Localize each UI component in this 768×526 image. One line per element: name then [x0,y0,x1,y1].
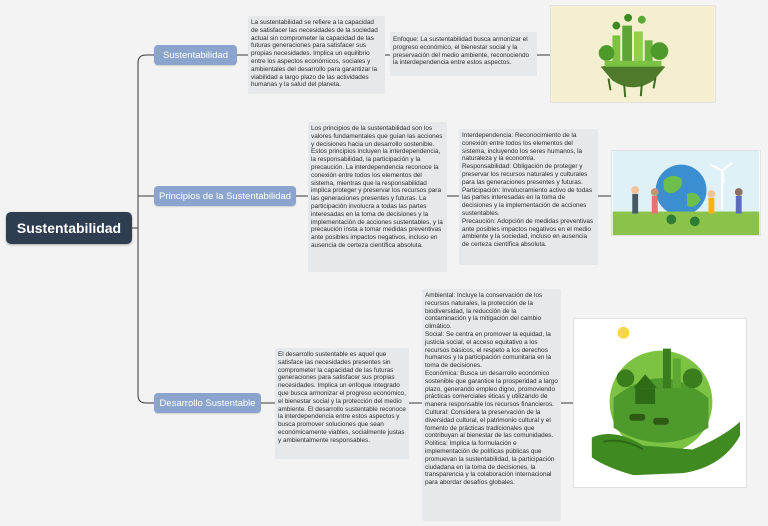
branch-label: Principios de la Sustentabilidad [158,190,292,202]
branch-label: Sustentabilidad [163,49,228,61]
branch-principios[interactable]: Principios de la Sustentabilidad [154,186,296,206]
note-item: Ambiental: Incluye la conservación de lo… [425,292,543,331]
note-item: Económica: Busca un desarrollo económico… [425,369,558,409]
root-node[interactable]: Sustentabilidad [6,212,132,244]
note-principios-list: Interdependencia: Reconocimiento de la c… [459,129,598,265]
note-item: Precaución: Adopción de medidas preventi… [462,217,594,249]
note-text: La sustentabilidad se refiere a la capac… [251,19,378,89]
branch-desarrollo[interactable]: Desarrollo Sustentable [154,393,261,413]
branch-sustentabilidad[interactable]: Sustentabilidad [154,45,237,65]
note-desarrollo-definition: El desarrollo sustentable es aquel que s… [275,348,409,459]
note-text: Los principios de la sustentabilidad son… [311,125,443,249]
note-text: Enfoque: La sustentabilidad busca armoni… [393,36,530,67]
note-item: Social: Se centra en promover la equidad… [425,330,552,370]
green-city-island-icon [550,5,716,103]
note-definition-sustentabilidad: La sustentabilidad se refiere a la capac… [248,16,385,94]
note-text: El desarrollo sustentable es aquel que s… [278,351,406,444]
note-enfoque: Enfoque: La sustentabilidad busca armoni… [390,32,537,76]
note-item: Interdependencia: Reconocimiento de la c… [462,132,583,163]
note-desarrollo-dimensiones: Ambiental: Incluye la conservación de lo… [422,289,561,521]
note-item: Responsabilidad: Obligación de proteger … [462,163,588,186]
people-planting-earth-icon [611,150,761,236]
note-item: Cultural: Considera la preservación de l… [425,408,554,440]
note-principios-definition: Los principios de la sustentabilidad son… [308,122,447,272]
note-item: Participación: Involucramiento activo de… [462,186,593,217]
hand-holding-green-world-icon [573,318,747,488]
branch-label: Desarrollo Sustentable [159,397,256,409]
note-item: Política: Implica la formulación e imple… [425,440,555,487]
root-label: Sustentabilidad [16,220,122,236]
